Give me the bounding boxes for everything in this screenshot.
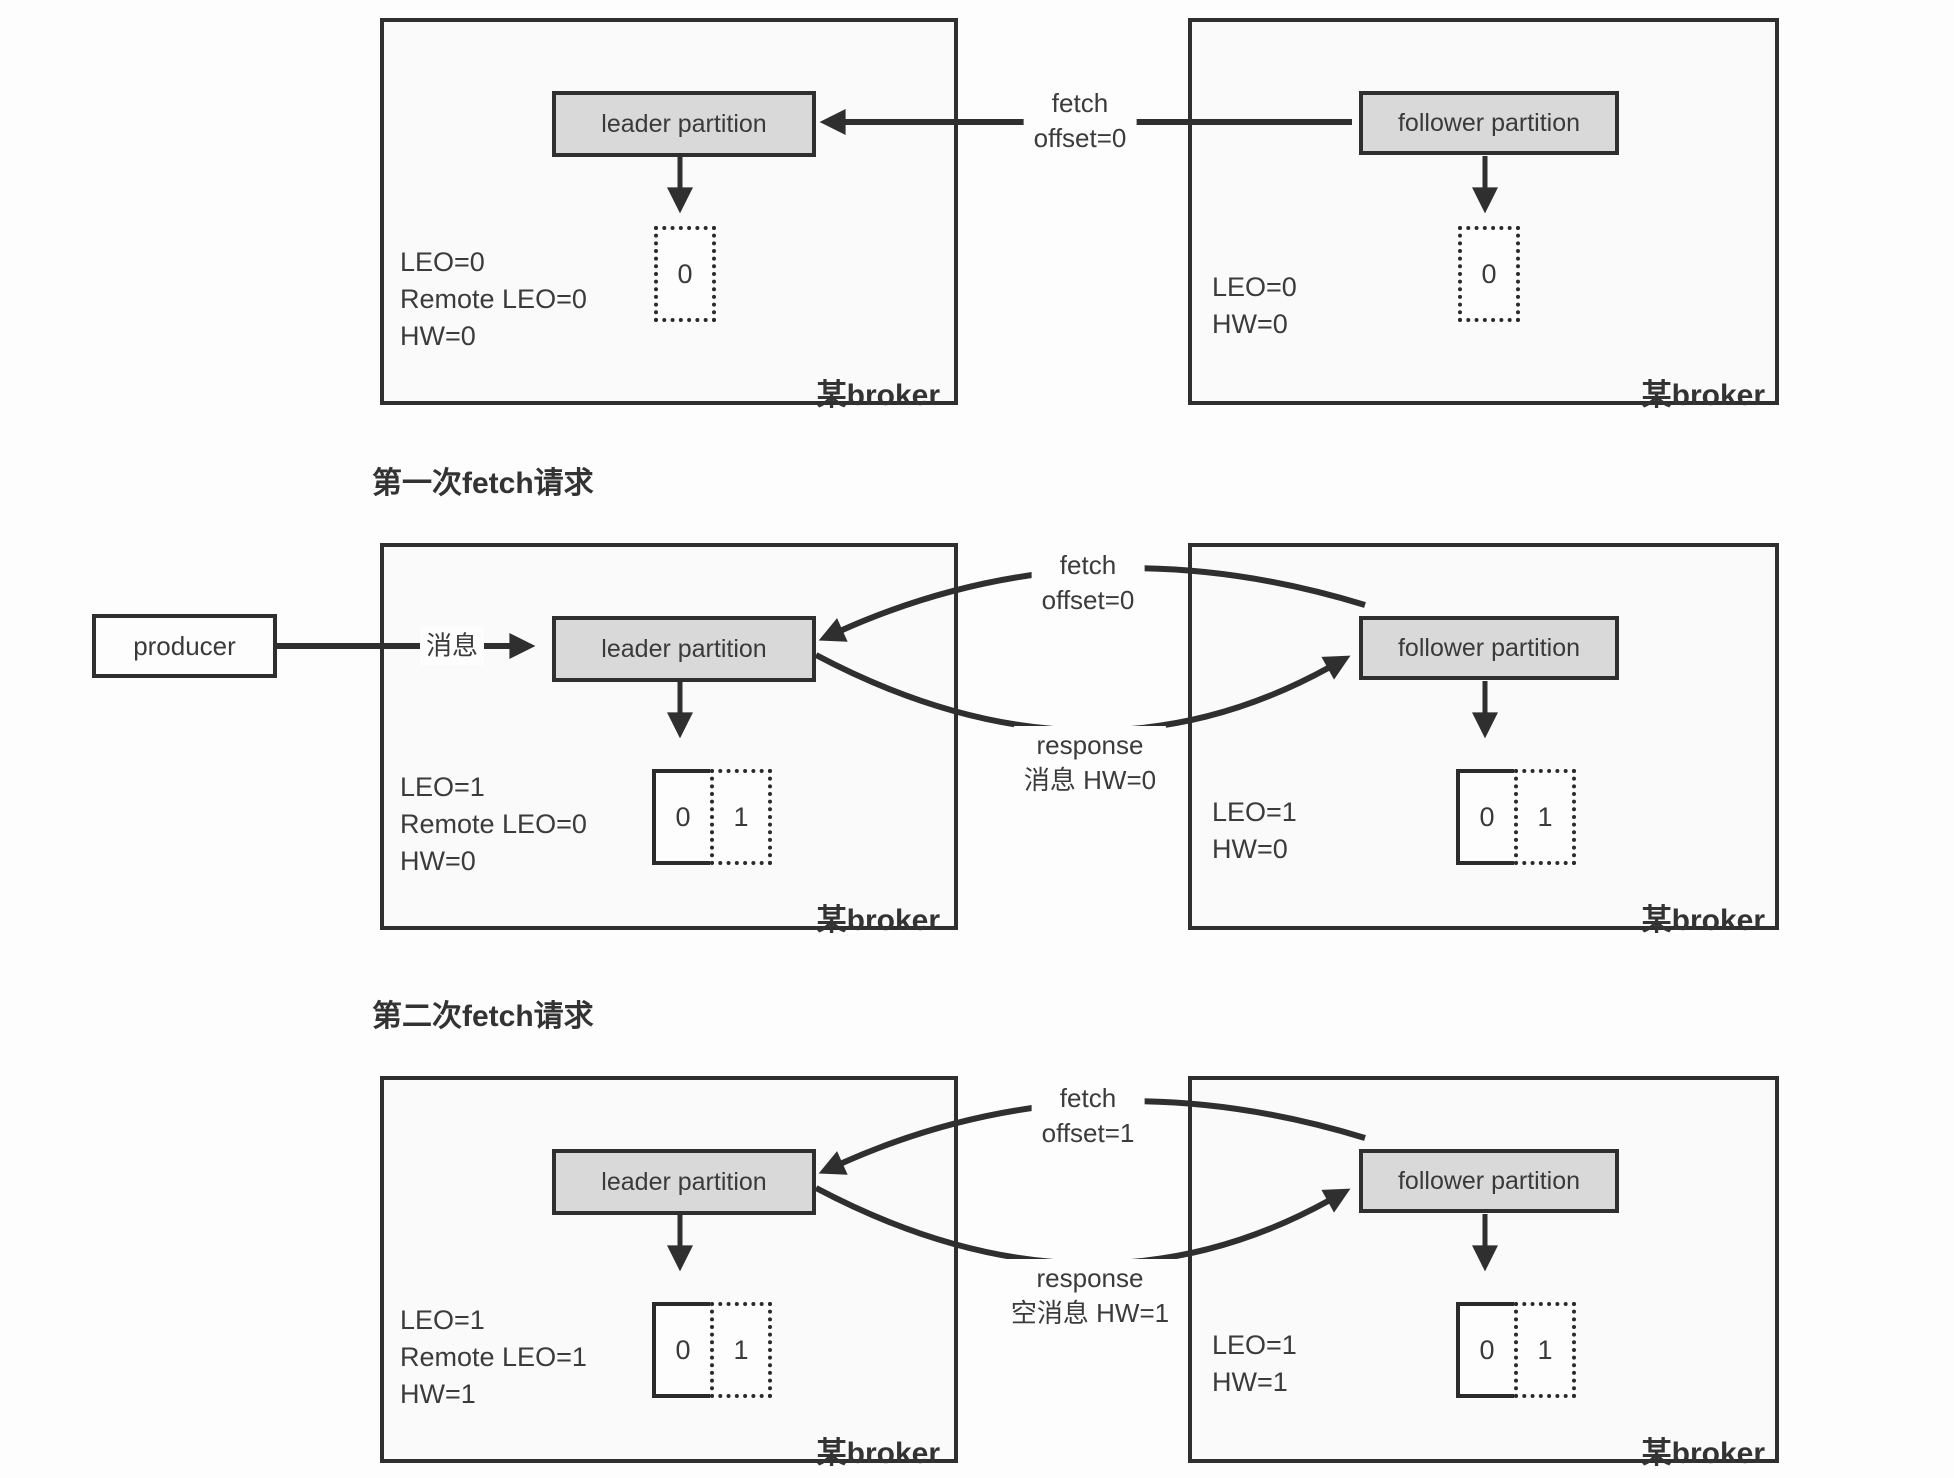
log-cell: 0 bbox=[654, 226, 716, 322]
leader-partition-box: leader partition bbox=[552, 1149, 816, 1215]
log-cell: 0 bbox=[652, 1302, 714, 1398]
log-cell: 0 bbox=[1456, 769, 1518, 865]
fetch-label-line2: offset=0 bbox=[1041, 585, 1135, 615]
fetch-label-line1: fetch bbox=[1059, 1083, 1117, 1113]
broker-label: 某broker bbox=[1641, 904, 1765, 937]
broker-label: 某broker bbox=[816, 1437, 940, 1470]
log-cell: 0 bbox=[1456, 1302, 1518, 1398]
follower-stats: LEO=0 HW=0 bbox=[1212, 269, 1297, 343]
log-cell: 1 bbox=[710, 769, 772, 865]
message-label: 消息 bbox=[419, 626, 485, 666]
stat-hw: HW=0 bbox=[1212, 834, 1288, 864]
broker-box-row3-left: leader partition LEO=1 Remote LEO=1 HW=1… bbox=[380, 1076, 958, 1470]
follower-partition-label: follower partition bbox=[1397, 108, 1581, 137]
stat-hw: HW=0 bbox=[400, 321, 476, 351]
follower-stats: LEO=1 HW=1 bbox=[1212, 1327, 1297, 1401]
broker-label: 某broker bbox=[1641, 379, 1765, 412]
section-heading-second-fetch: 第二次fetch请求 bbox=[372, 1000, 594, 1033]
broker-label: 某broker bbox=[1641, 1437, 1765, 1470]
response-label-line1: response bbox=[1036, 730, 1144, 760]
stat-hw: HW=0 bbox=[400, 846, 476, 876]
leader-stats: LEO=1 Remote LEO=1 HW=1 bbox=[400, 1302, 587, 1413]
stat-remote-leo: Remote LEO=0 bbox=[400, 809, 587, 839]
fetch-arrow-label-row2: fetch offset=0 bbox=[1031, 546, 1145, 620]
follower-stats: LEO=1 HW=0 bbox=[1212, 794, 1297, 868]
response-label-line2: 消息 HW=0 bbox=[1023, 765, 1157, 795]
producer-label: producer bbox=[133, 630, 236, 661]
stat-leo: LEO=1 bbox=[400, 1305, 485, 1335]
stat-remote-leo: Remote LEO=1 bbox=[400, 1342, 587, 1372]
leader-partition-label: leader partition bbox=[601, 109, 767, 138]
fetch-arrow-label-row3: fetch offset=1 bbox=[1031, 1079, 1145, 1153]
follower-partition-box: follower partition bbox=[1359, 1149, 1619, 1213]
broker-label: 某broker bbox=[816, 904, 940, 937]
leader-partition-label: leader partition bbox=[601, 1167, 767, 1196]
follower-partition-label: follower partition bbox=[1397, 1166, 1581, 1195]
broker-box-row1-right: follower partition LEO=0 HW=0 0 某broker bbox=[1188, 18, 1779, 412]
log-cell: 1 bbox=[1514, 769, 1576, 865]
producer-box: producer bbox=[92, 614, 277, 678]
fetch-arrow-label-row1: fetch offset=0 bbox=[1023, 84, 1137, 158]
leader-stats: LEO=0 Remote LEO=0 HW=0 bbox=[400, 244, 587, 355]
stat-hw: HW=1 bbox=[1212, 1367, 1288, 1397]
stat-leo: LEO=1 bbox=[400, 772, 485, 802]
log-cell: 1 bbox=[1514, 1302, 1576, 1398]
fetch-label-line2: offset=0 bbox=[1033, 123, 1127, 153]
response-arrow-label-row3: response 空消息 HW=1 bbox=[1000, 1259, 1180, 1333]
broker-box-row2-left: leader partition LEO=1 Remote LEO=0 HW=0… bbox=[380, 543, 958, 937]
log-cell: 0 bbox=[1458, 226, 1520, 322]
response-label-line2: 空消息 HW=1 bbox=[1010, 1298, 1170, 1328]
broker-box-row3-right: follower partition LEO=1 HW=1 0 1 某broke… bbox=[1188, 1076, 1779, 1470]
stat-hw: HW=0 bbox=[1212, 309, 1288, 339]
follower-partition-box: follower partition bbox=[1359, 91, 1619, 155]
log-cell: 1 bbox=[710, 1302, 772, 1398]
broker-box-row2-right: follower partition LEO=1 HW=0 0 1 某broke… bbox=[1188, 543, 1779, 937]
broker-label: 某broker bbox=[816, 379, 940, 412]
leader-partition-box: leader partition bbox=[552, 616, 816, 682]
log-cell: 0 bbox=[652, 769, 714, 865]
response-label-line1: response bbox=[1036, 1263, 1144, 1293]
follower-partition-label: follower partition bbox=[1397, 633, 1581, 662]
stat-leo: LEO=1 bbox=[1212, 1330, 1297, 1360]
fetch-label-line2: offset=1 bbox=[1041, 1118, 1135, 1148]
leader-partition-label: leader partition bbox=[601, 634, 767, 663]
leader-stats: LEO=1 Remote LEO=0 HW=0 bbox=[400, 769, 587, 880]
stat-remote-leo: Remote LEO=0 bbox=[400, 284, 587, 314]
leader-partition-box: leader partition bbox=[552, 91, 816, 157]
stat-hw: HW=1 bbox=[400, 1379, 476, 1409]
follower-partition-box: follower partition bbox=[1359, 616, 1619, 680]
stat-leo: LEO=1 bbox=[1212, 797, 1297, 827]
stat-leo: LEO=0 bbox=[400, 247, 485, 277]
fetch-label-line1: fetch bbox=[1059, 550, 1117, 580]
fetch-label-line1: fetch bbox=[1051, 88, 1109, 118]
stat-leo: LEO=0 bbox=[1212, 272, 1297, 302]
broker-box-row1-left: leader partition LEO=0 Remote LEO=0 HW=0… bbox=[380, 18, 958, 412]
response-arrow-label-row2: response 消息 HW=0 bbox=[1013, 726, 1167, 800]
section-heading-first-fetch: 第一次fetch请求 bbox=[372, 467, 594, 500]
